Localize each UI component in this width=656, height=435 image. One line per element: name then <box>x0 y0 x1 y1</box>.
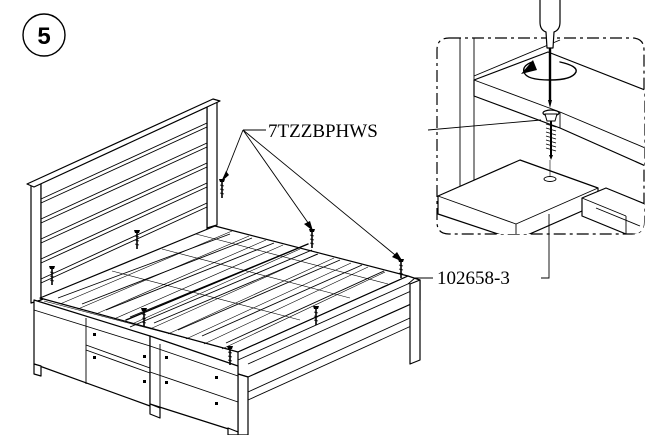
bed-frame <box>26 98 421 435</box>
phillips-screwdriver-icon <box>539 0 561 108</box>
drawer-unit-left <box>33 299 151 407</box>
detail-screw <box>542 109 560 160</box>
step-badge: 5 <box>22 13 66 57</box>
step-number: 5 <box>37 23 50 50</box>
leader-lines <box>221 119 550 285</box>
detail-inset <box>436 0 645 235</box>
slat-platform <box>39 225 409 353</box>
clockwise-rotation-arrow-icon <box>521 60 577 81</box>
rail-part-label: 102658-3 <box>437 268 510 289</box>
headboard-slats <box>40 122 208 284</box>
screw-part-label: 7TZZBPHWS <box>268 121 378 142</box>
drawer-unit-right <box>149 335 239 433</box>
